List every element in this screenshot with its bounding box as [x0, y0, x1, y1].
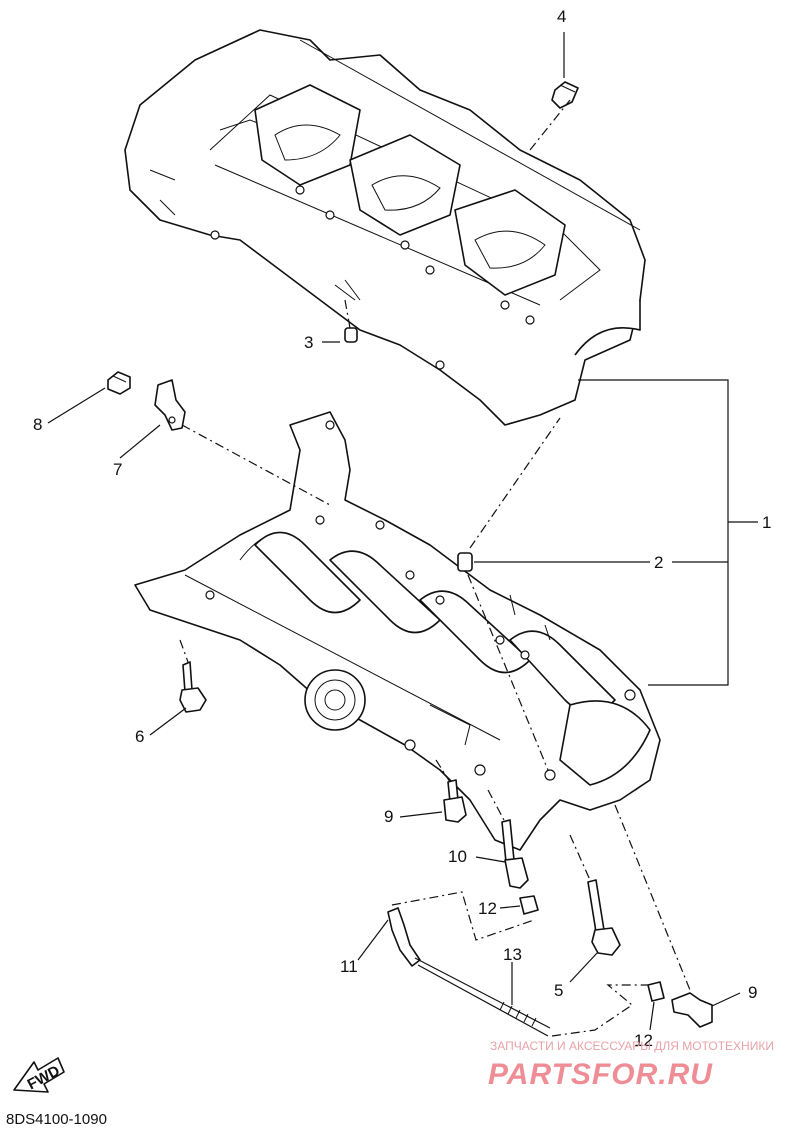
- dowel-pin-4: [551, 81, 579, 109]
- bolt-5: [587, 879, 621, 956]
- lower-crankcase: [134, 411, 661, 851]
- cap-12-lower: [647, 981, 665, 1002]
- hose-11: [387, 907, 421, 967]
- hose-13: [414, 957, 551, 1037]
- callout-labels: 4 3 8 7 1 2 6 9 10 12 11 13 5 9 12: [33, 7, 771, 1050]
- upper-crankcase: [124, 29, 646, 426]
- cap-12-upper: [519, 895, 539, 915]
- callout-12-lower: 12: [634, 1031, 653, 1050]
- callout-6: 6: [135, 727, 144, 746]
- callout-1: 1: [762, 513, 771, 532]
- callout-9-right: 9: [748, 983, 757, 1002]
- watermark-brand: PARTSFOR.RU: [488, 1058, 713, 1091]
- bracket-7: [154, 379, 186, 431]
- crank-journals: [254, 531, 651, 786]
- watermark-tagline: ЗАПЧАСТИ И АКСЕССУАРЫ ДЛЯ МОТОТЕХНИКИ: [490, 1039, 774, 1053]
- watermark: ЗАПЧАСТИ И АКСЕССУАРЫ ДЛЯ МОТОТЕХНИКИ PA…: [488, 1039, 774, 1091]
- fitting-9-right: [671, 992, 713, 1028]
- bracket-line-1: [578, 379, 758, 686]
- bearing-cover: [304, 669, 366, 731]
- fwd-arrow-icon: FWD: [13, 1057, 65, 1093]
- reference-code: 8DS4100-1090: [6, 1111, 107, 1128]
- callout-8: 8: [33, 415, 42, 434]
- dash-lines: [179, 99, 691, 1037]
- callout-2: 2: [654, 553, 663, 572]
- callout-10: 10: [448, 847, 467, 866]
- bolt-6: [179, 661, 207, 713]
- callout-5: 5: [554, 981, 563, 1000]
- leader-lines: [47, 32, 741, 1031]
- cylinder-bores: [254, 84, 566, 296]
- callout-13: 13: [503, 945, 522, 964]
- callout-9-left: 9: [384, 807, 393, 826]
- bolt-10: [501, 819, 529, 889]
- fitting-9-left: [443, 779, 467, 823]
- dowel-pin-2: [457, 552, 473, 572]
- callout-12-upper: 12: [478, 899, 497, 918]
- callout-7: 7: [113, 460, 122, 479]
- dowel-pin-3: [344, 327, 358, 343]
- callout-3: 3: [304, 333, 313, 352]
- callout-11: 11: [340, 957, 358, 976]
- bolt-8: [107, 371, 131, 395]
- callout-4: 4: [557, 7, 566, 26]
